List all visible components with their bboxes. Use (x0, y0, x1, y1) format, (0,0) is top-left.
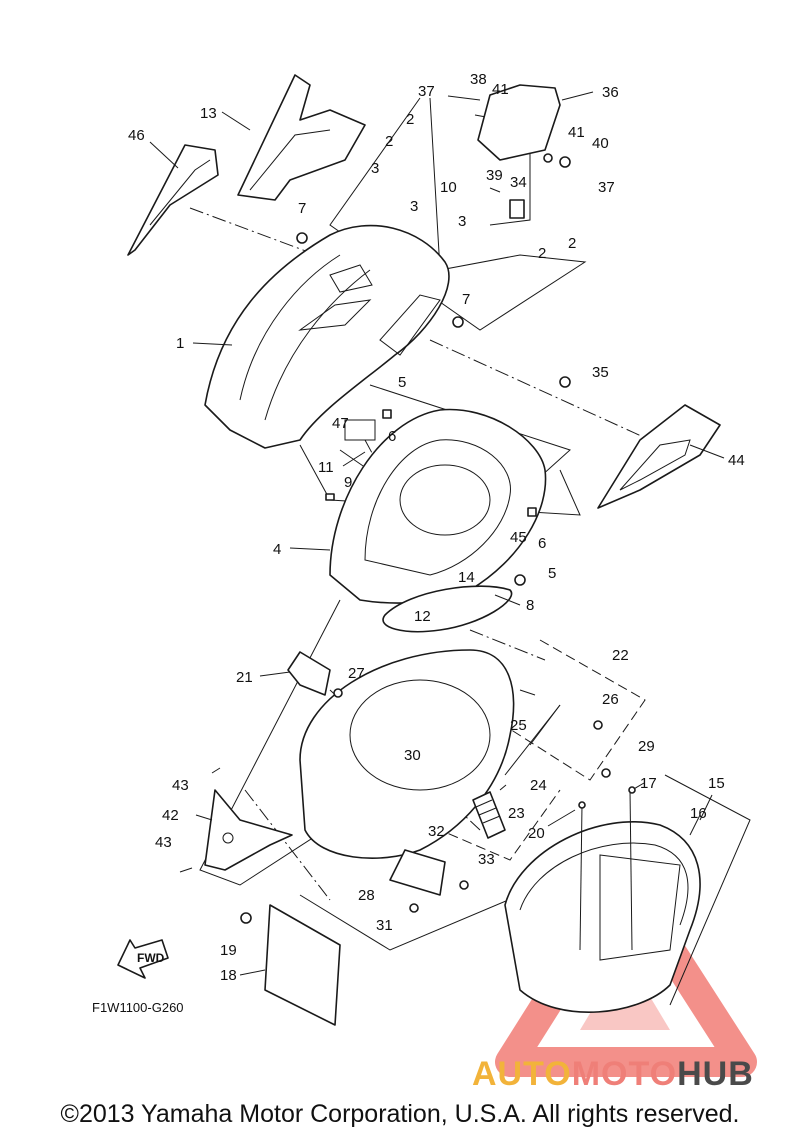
callout-19: 19 (220, 942, 237, 959)
callout-17: 17 (640, 775, 657, 792)
callouts: 1 2 2 2 2 3 3 3 4 5 5 6 6 7 7 8 9 10 11 … (92, 71, 745, 1015)
callout-2: 2 (538, 245, 546, 262)
leader-lines (149, 91, 725, 976)
callout-4: 4 (273, 541, 281, 558)
callout-5: 5 (548, 565, 556, 582)
callout-5: 5 (398, 374, 406, 391)
callout-30: 30 (404, 747, 421, 764)
callout-31: 31 (376, 917, 393, 934)
callout-39: 39 (486, 167, 503, 184)
callout-33: 33 (478, 851, 495, 868)
callout-2: 2 (568, 235, 576, 252)
callout-10: 10 (440, 179, 457, 196)
callout-1: 1 (176, 335, 184, 352)
callout-18: 18 (220, 967, 237, 984)
callout-7: 7 (462, 291, 470, 308)
callout-20: 20 (528, 825, 545, 842)
callout-21: 21 (236, 669, 253, 686)
top-cover (237, 74, 366, 201)
callout-28: 28 (358, 887, 375, 904)
side-panel-right (597, 404, 721, 509)
callout-45: 45 (510, 529, 527, 546)
callout-46: 46 (128, 127, 145, 144)
lid-panel (264, 904, 341, 1026)
callout-43: 43 (155, 834, 172, 851)
callout-6: 6 (538, 535, 546, 552)
callout-3: 3 (371, 160, 379, 177)
small-cover (477, 84, 561, 161)
callout-42: 42 (162, 807, 179, 824)
callout-2: 2 (406, 111, 414, 128)
callout-40: 40 (592, 135, 609, 152)
callout-14: 14 (458, 569, 475, 586)
seal (382, 585, 513, 633)
callout-24: 24 (530, 777, 547, 794)
callout-29: 29 (638, 738, 655, 755)
callout-37: 37 (418, 83, 435, 100)
storage-bucket (504, 821, 701, 1013)
deck-section (299, 649, 515, 859)
callout-15: 15 (708, 775, 725, 792)
hardware (179, 95, 636, 924)
bracket (204, 789, 293, 871)
callout-38: 38 (470, 71, 487, 88)
callout-7: 7 (298, 200, 306, 217)
callout-9: 9 (344, 474, 352, 491)
callout-27: 27 (348, 665, 365, 682)
callout-12: 12 (414, 608, 431, 625)
callout-8: 8 (526, 597, 534, 614)
callout-3: 3 (410, 198, 418, 215)
damper (504, 704, 561, 776)
callout-43: 43 (172, 777, 189, 794)
callout-47: 47 (332, 415, 349, 432)
hinge (287, 651, 331, 696)
hood (204, 224, 450, 449)
callout-41: 41 (492, 81, 509, 98)
copyright-notice: ©2013 Yamaha Motor Corporation, U.S.A. A… (60, 1100, 740, 1128)
callout-2: 2 (385, 133, 393, 150)
callout-36: 36 (602, 84, 619, 101)
callout-11: 11 (318, 459, 334, 476)
callout-3: 3 (458, 213, 466, 230)
callout-6: 6 (388, 428, 396, 445)
callout-41: 41 (568, 124, 585, 141)
callout-23: 23 (508, 805, 525, 822)
callout-22: 22 (612, 647, 629, 664)
figure-code: F1W1100-G260 (92, 1000, 184, 1015)
storage-frame (329, 408, 547, 604)
plate (389, 849, 446, 896)
callout-32: 32 (428, 823, 445, 840)
fwd-label: FWD (137, 951, 165, 965)
callout-13: 13 (200, 105, 217, 122)
fwd-arrow-icon: FWD (117, 939, 169, 979)
side-panel-left (127, 144, 219, 256)
callout-16: 16 (690, 805, 707, 822)
callout-26: 26 (602, 691, 619, 708)
callout-35: 35 (592, 364, 609, 381)
callout-37: 37 (598, 179, 615, 196)
callout-34: 34 (510, 174, 527, 191)
bellows (472, 791, 506, 839)
callout-44: 44 (728, 452, 745, 469)
watermark-text: AUTOMOTOHUB (472, 1055, 754, 1093)
callout-25: 25 (510, 717, 527, 734)
